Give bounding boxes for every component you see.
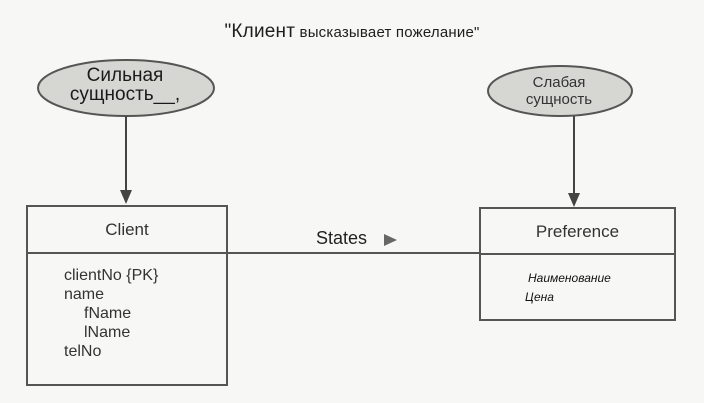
client-attribute: clientNo {PK} xyxy=(64,267,159,284)
strong-entity-line1: Сильная xyxy=(86,65,164,86)
weak-entity-label: Слабая сущность xyxy=(495,74,623,108)
relationship-label: States xyxy=(316,228,368,248)
weak-entity-arrowhead xyxy=(568,193,580,207)
strong-entity-arrowhead xyxy=(120,190,132,204)
client-entity-name: Client xyxy=(105,220,149,239)
direction-triangle-icon xyxy=(384,234,397,246)
strong-entity-line2: сущность__, xyxy=(69,84,181,105)
title-rest: высказывает пожелание" xyxy=(295,24,480,41)
client-attribute: lName xyxy=(84,324,131,341)
diagram-title: "Клиент высказывает пожелание" xyxy=(0,21,704,43)
weak-entity-line1: Слабая xyxy=(532,74,586,91)
preference-entity-name: Preference xyxy=(535,222,620,241)
title-main: "Клиент xyxy=(224,21,296,42)
preference-box xyxy=(479,207,676,321)
client-attribute: telNo xyxy=(64,343,102,360)
preference-attribute: Наименование xyxy=(528,271,611,285)
client-attribute: fName xyxy=(84,305,132,322)
client-attribute: name xyxy=(64,286,105,303)
client-box xyxy=(26,205,228,386)
strong-entity-label: Сильная сущность__, xyxy=(45,66,205,104)
client-attributes: clientNo {PK} name fName lName telNo xyxy=(64,266,158,361)
weak-entity-ellipse xyxy=(487,65,633,117)
preference-attributes: Наименование Цена xyxy=(525,269,611,307)
weak-entity-line2: сущность xyxy=(525,91,593,108)
preference-attribute: Цена xyxy=(525,290,554,304)
